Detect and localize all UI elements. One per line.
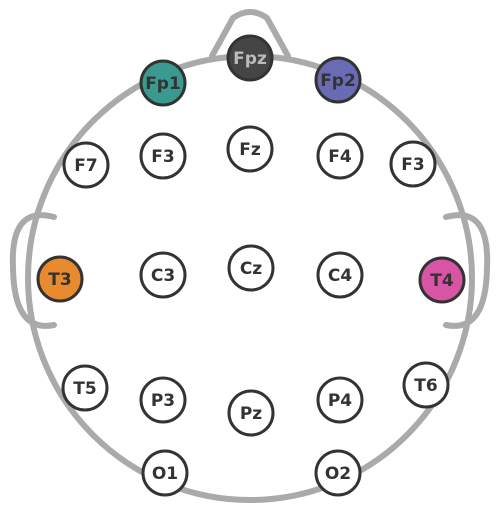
electrode-c4-marker: [316, 251, 364, 299]
electrode-f7: F7: [62, 141, 110, 189]
electrode-f4-marker: [316, 132, 364, 180]
electrode-o1-marker: [141, 449, 189, 497]
electrode-t5-label: T5: [73, 379, 96, 399]
electrode-cz-label: Cz: [240, 259, 262, 279]
electrode-fp2-label: Fp2: [320, 71, 356, 91]
electrode-fp2-marker: [314, 56, 362, 104]
electrode-t4-marker: [418, 256, 466, 304]
electrode-f4-label: F4: [328, 147, 352, 167]
electrode-c3-label: C3: [151, 266, 175, 286]
electrode-f3-left: F3: [139, 132, 187, 180]
electrode-p3: P3: [139, 376, 187, 424]
electrode-p3-label: P3: [151, 391, 175, 411]
electrode-p4-label: P4: [328, 391, 352, 411]
electrode-fpz: Fpz: [226, 34, 274, 82]
electrode-p4: P4: [316, 376, 364, 424]
electrode-f4: F4: [316, 132, 364, 180]
electrode-c4-label: C4: [328, 266, 352, 286]
electrode-pz-marker: [227, 389, 275, 437]
electrode-c3-marker: [139, 251, 187, 299]
electrode-fpz-label: Fpz: [233, 49, 267, 69]
electrode-t4: T4: [418, 256, 466, 304]
electrode-fz-marker: [226, 125, 274, 173]
electrode-c4: C4: [316, 251, 364, 299]
electrode-fz-label: Fz: [239, 140, 261, 160]
electrode-fp2: Fp2: [314, 56, 362, 104]
electrode-t5-marker: [61, 364, 109, 412]
electrode-f7-marker: [62, 141, 110, 189]
electrode-pz-label: Pz: [240, 404, 262, 424]
electrode-f3-left-label: F3: [151, 147, 174, 167]
electrode-p4-marker: [316, 376, 364, 424]
electrode-p3-marker: [139, 376, 187, 424]
electrode-o2-marker: [314, 449, 362, 497]
electrode-fp1: Fp1: [139, 59, 187, 107]
electrode-f3-right-label: F3: [401, 155, 424, 175]
electrode-o2-label: O2: [325, 464, 351, 484]
electrode-t6-marker: [402, 361, 450, 409]
head-nose-outline: [209, 9, 291, 59]
electrode-o1: O1: [141, 449, 189, 497]
electrode-t6-label: T6: [414, 376, 437, 396]
electrode-t3-label: T3: [48, 270, 71, 290]
electrode-pz: Pz: [227, 389, 275, 437]
electrode-cz-marker: [227, 244, 275, 292]
electrode-t4-label: T4: [430, 271, 454, 291]
electrode-c3: C3: [139, 251, 187, 299]
electrode-t5: T5: [61, 364, 109, 412]
electrode-t3: T3: [36, 255, 84, 303]
electrode-fp1-label: Fp1: [145, 74, 181, 94]
electrode-fp1-marker: [139, 59, 187, 107]
electrode-t6: T6: [402, 361, 450, 409]
electrode-fz: Fz: [226, 125, 274, 173]
electrode-f3-right: F3: [389, 140, 437, 188]
electrode-fpz-marker: [226, 34, 274, 82]
electrode-f3-right-marker: [389, 140, 437, 188]
electrode-o1-label: O1: [152, 464, 178, 484]
electrode-f3-left-marker: [139, 132, 187, 180]
electrode-o2: O2: [314, 449, 362, 497]
electrode-t3-marker: [36, 255, 84, 303]
electrode-cz: Cz: [227, 244, 275, 292]
electrode-f7-label: F7: [74, 156, 97, 176]
